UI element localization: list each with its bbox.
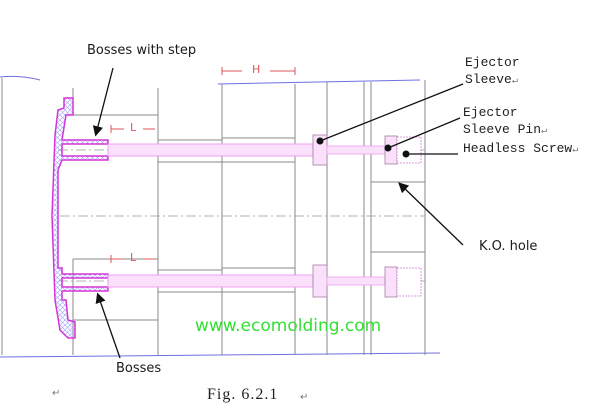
boundary-lines [0, 75, 441, 358]
leader-dots [316, 137, 410, 158]
plate-outlines [1, 78, 426, 355]
label-ko-hole: K.O. hole [479, 239, 538, 254]
label-ejector-sleeve: Ejector Sleeve↵ [465, 55, 520, 87]
ejector-assembly-bottom [107, 264, 422, 298]
ejector-assembly-top [107, 134, 422, 166]
label-ejector-sleeve-pin: Ejector Sleeve Pin↵ [463, 105, 548, 137]
center-lines [58, 149, 425, 282]
figure-caption: Fig. 6.2.1 [207, 386, 279, 403]
leader-lines [92, 67, 464, 359]
label-headless-screw: Headless Screw↵ [463, 141, 579, 156]
molded-part [51, 97, 109, 339]
dimension-l-top: L [130, 121, 137, 134]
return-mark: ↵ [52, 388, 61, 399]
label-bosses-with-step: Bosses with step [87, 43, 197, 58]
dimension-l-bottom: L [130, 251, 137, 264]
watermark: www.ecomolding.com [195, 316, 382, 336]
dimension-h: H [252, 63, 261, 76]
label-bosses: Bosses [116, 361, 162, 376]
caption-return-mark: ↵ [300, 392, 309, 403]
dimension-lines [110, 67, 296, 263]
